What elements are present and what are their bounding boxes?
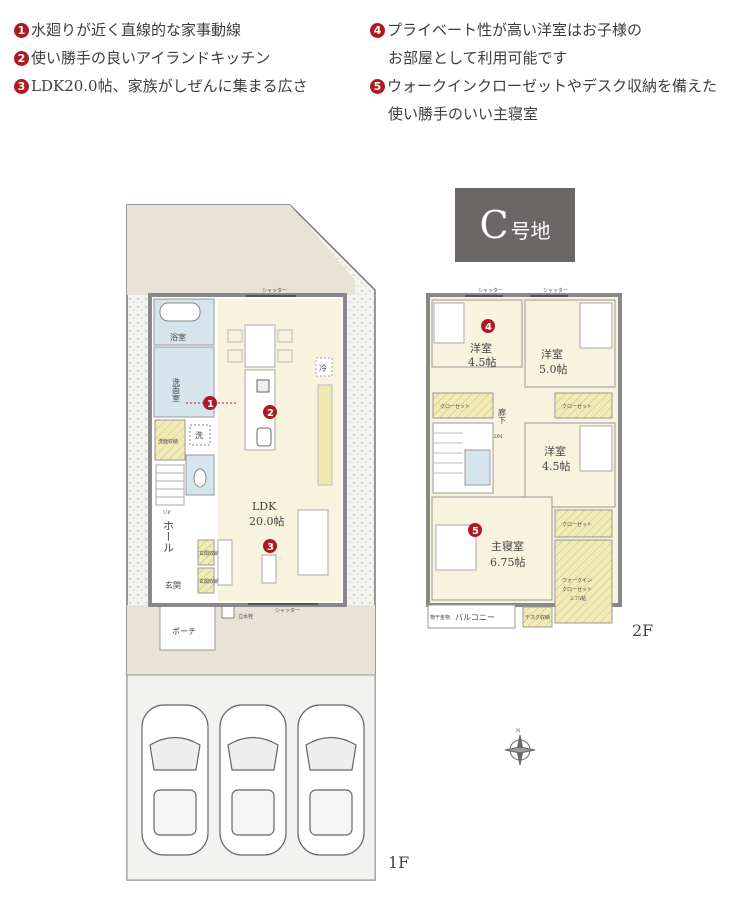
bath-label: 浴室 bbox=[170, 332, 186, 342]
ldk-label: LDK bbox=[252, 500, 277, 513]
master-label: 主寝室 bbox=[491, 539, 524, 553]
walk-in-closet bbox=[554, 539, 613, 624]
entry-storage-1 bbox=[197, 539, 215, 566]
wash-storage bbox=[154, 419, 186, 461]
room-b-label: 洋室 bbox=[541, 347, 563, 361]
wash-storage-label: 洗面収納 bbox=[158, 438, 178, 445]
feature-text: お部屋として利用可能です bbox=[388, 49, 568, 67]
floor2-label: 2F bbox=[632, 621, 653, 640]
dn-label: DN bbox=[494, 434, 503, 440]
marker-badge: 5 bbox=[370, 79, 385, 94]
car-icon bbox=[219, 704, 287, 856]
stairs-1f bbox=[155, 464, 185, 506]
north-label: N bbox=[516, 728, 521, 734]
marker-badge: 2 bbox=[14, 51, 29, 66]
car-icon bbox=[297, 704, 365, 856]
porch-label: ポーチ bbox=[172, 627, 196, 636]
desk-storage bbox=[522, 606, 553, 628]
feature-text: プライベート性が高い洋室はお子様の bbox=[387, 21, 643, 39]
sofa bbox=[297, 509, 329, 576]
fridge-label: 冷 bbox=[319, 363, 327, 373]
feature-text: 使い勝手の良いアイランドキッチン bbox=[31, 49, 271, 67]
shutter-label: シャッター bbox=[543, 287, 568, 294]
fridge bbox=[315, 357, 333, 377]
marker-badge: 1 bbox=[14, 23, 29, 38]
ldk-size: 20.0帖 bbox=[249, 515, 285, 528]
entrance-label: 玄関 bbox=[165, 580, 181, 590]
marker-1: 1 bbox=[203, 396, 217, 410]
floor2-house: 洋室 4.5帖 洋室 5.0帖 洋室 4.5帖 主寝室 6.75帖 クローゼット… bbox=[426, 287, 622, 629]
svg-text:2: 2 bbox=[267, 408, 274, 419]
room-c-label: 洋室 bbox=[544, 444, 566, 458]
entry-storage-2 bbox=[197, 567, 215, 594]
marker-2: 2 bbox=[263, 405, 277, 419]
parking-cars bbox=[141, 704, 365, 856]
closet-label: クローゼット bbox=[562, 403, 592, 410]
marker-3: 3 bbox=[263, 539, 277, 553]
lot-label: C 号地 bbox=[455, 188, 575, 262]
room-a-size: 4.5帖 bbox=[468, 356, 497, 369]
washroom-label: 洗面室 bbox=[172, 377, 181, 402]
faucet-label: 立水栓 bbox=[238, 613, 253, 620]
closet-label: クローゼット bbox=[440, 403, 470, 410]
room-a-label: 洋室 bbox=[470, 341, 492, 355]
corridor-label: 廊下 bbox=[498, 407, 507, 425]
svg-text:4: 4 bbox=[485, 322, 492, 333]
kitchen-counter bbox=[317, 384, 333, 486]
dining-table bbox=[244, 324, 276, 368]
feature-text: LDK20.0帖、家族がしぜんに集まる広さ bbox=[31, 77, 308, 95]
laundry-label: 物干金物 bbox=[430, 614, 450, 621]
up-label: UP bbox=[163, 510, 171, 516]
wic-size: 2.75帖 bbox=[570, 595, 586, 602]
marker-5: 5 bbox=[468, 523, 482, 537]
closet-label: クローゼット bbox=[562, 521, 592, 528]
feature-text: 使い勝手のいい主寝室 bbox=[388, 105, 539, 123]
shutter-label: シャッター bbox=[478, 287, 503, 294]
svg-text:1: 1 bbox=[207, 399, 214, 410]
entry-storage-label: 玄関収納 bbox=[199, 578, 219, 585]
feature-text: ウォークインクローゼットやデスク収納を備えた bbox=[387, 77, 718, 95]
wic-label: ウォークイン bbox=[562, 577, 592, 584]
floor1-label: 1F bbox=[388, 853, 409, 872]
marker-badge: 4 bbox=[370, 23, 385, 38]
balcony-label: バルコニー bbox=[455, 613, 495, 622]
marker-4: 4 bbox=[481, 319, 495, 333]
master-size: 6.75帖 bbox=[490, 556, 526, 569]
marker-badge: 3 bbox=[14, 79, 29, 94]
balcony bbox=[427, 604, 516, 629]
closet-a bbox=[432, 392, 494, 419]
lot-suffix: 号地 bbox=[510, 218, 551, 243]
shutter-label: シャッター bbox=[262, 287, 287, 294]
feature-text: 水廻りが近く直線的な家事動線 bbox=[31, 21, 242, 39]
desk-label: デスク収納 bbox=[525, 614, 550, 621]
car-icon bbox=[141, 704, 209, 856]
shutter-label: シャッター bbox=[275, 607, 300, 614]
porch bbox=[159, 604, 216, 651]
toilet-2f bbox=[464, 449, 491, 486]
room-c-size: 4.5帖 bbox=[542, 460, 571, 473]
svg-text:5: 5 bbox=[472, 526, 479, 537]
svg-text:3: 3 bbox=[267, 542, 274, 553]
wic-label: クローゼット bbox=[562, 586, 592, 593]
washer-label: 洗 bbox=[195, 430, 203, 440]
floor1-house: 浴室 洗面室 洗 洗面収納 UP ホール 玄関収納 玄関収納 玄関 冷 LDK bbox=[148, 287, 347, 614]
hall-label: ホール bbox=[162, 520, 175, 553]
room-b-size: 5.0帖 bbox=[539, 363, 568, 376]
entry-storage-label: 玄関収納 bbox=[199, 550, 219, 557]
compass-icon: N bbox=[504, 728, 536, 766]
closet-c bbox=[554, 509, 613, 538]
lot-letter: C bbox=[479, 203, 509, 247]
closet-b bbox=[554, 392, 613, 419]
